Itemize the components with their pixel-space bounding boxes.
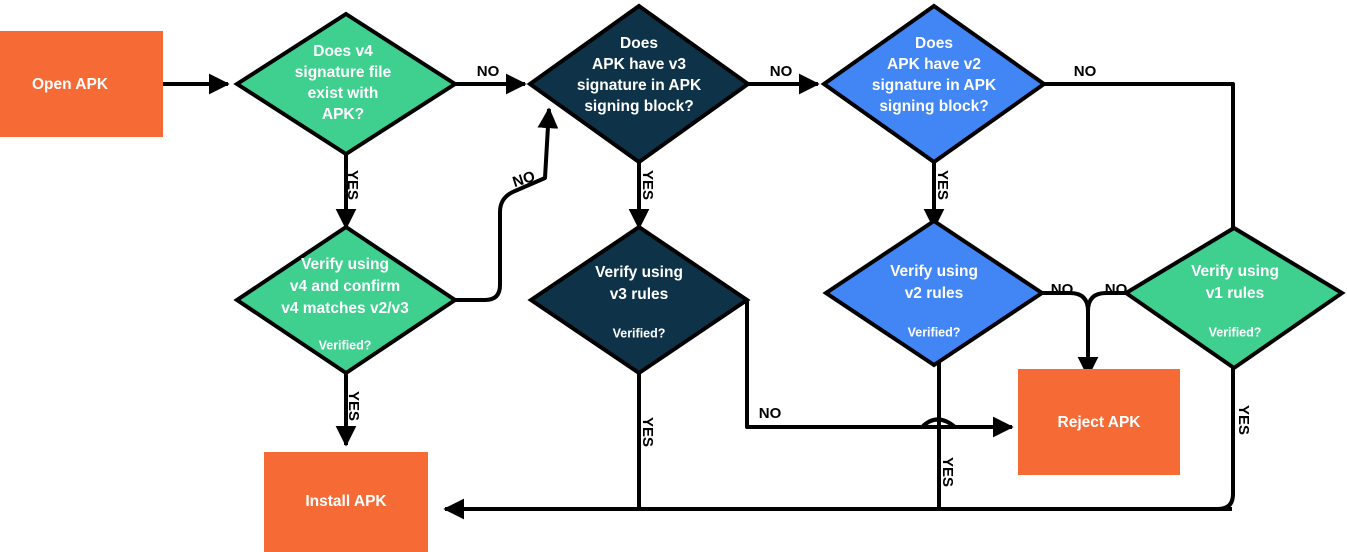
- node-verify-v3[interactable]: Verify using v3 rules Verified?: [527, 224, 751, 376]
- edge-verifyv4-no-to-v3q: [455, 107, 559, 302]
- node-q-v4-file[interactable]: Does v4 signature file exist with APK?: [233, 11, 459, 157]
- verify-v2-line1: Verify using: [890, 263, 978, 280]
- edge-label-verifyv1-yes: YES: [1235, 405, 1252, 435]
- reject-apk-box: [1018, 369, 1180, 475]
- node-verify-v1[interactable]: Verify using v1 rules Verified?: [1122, 225, 1346, 371]
- q-v4-file-diamond: [233, 11, 459, 157]
- verify-v4-diamond: [233, 224, 459, 376]
- verify-v1-line2: v1 rules: [1206, 285, 1265, 302]
- install-apk-box: [264, 452, 428, 552]
- verify-v1-diamond: [1122, 225, 1346, 371]
- edge-v2q-no-to-verifyv1: [1044, 82, 1235, 232]
- edge-label-verifyv1-no: NO: [1105, 281, 1128, 298]
- verify-v1-line1: Verify using: [1191, 263, 1279, 280]
- edge-label-verifyv2-yes: YES: [939, 457, 956, 487]
- edge-verifyv2-no-to-reject: [1042, 291, 1090, 352]
- q-v3-block-diamond: [526, 3, 752, 165]
- edge-label-v2q-no: NO: [1074, 63, 1097, 80]
- q-v2-block-line4: signing block?: [879, 98, 988, 115]
- edge-label-v4q-yes: YES: [344, 170, 361, 200]
- reject-apk-label: Reject APK: [1058, 414, 1142, 431]
- q-v2-block-line1: Does: [915, 35, 953, 52]
- edge-label-v3q-no: NO: [770, 63, 793, 80]
- verify-v3-sub: Verified?: [613, 326, 666, 340]
- edge-label-verifyv4-no: NO: [511, 168, 538, 191]
- q-v4-file-line4: APK?: [322, 106, 364, 123]
- node-verify-v2[interactable]: Verify using v2 rules Verified?: [822, 218, 1046, 368]
- edge-label-v3q-yes: YES: [639, 170, 656, 200]
- verify-v3-line1: Verify using: [595, 264, 683, 281]
- verify-v4-line2: v4 and confirm: [290, 278, 400, 295]
- edge-verifyv3-no-to-reject: [745, 300, 905, 429]
- install-apk-label: Install APK: [305, 493, 387, 510]
- verify-v3-line2: v3 rules: [610, 286, 669, 303]
- edge-label-verifyv3-no: NO: [759, 405, 782, 422]
- verify-v1-sub: Verified?: [1209, 325, 1262, 339]
- q-v3-block-line2: APK have v3: [592, 56, 686, 73]
- q-v4-file-line2: signature file: [295, 64, 392, 81]
- verify-v3-diamond: [527, 224, 751, 376]
- q-v4-file-line3: exist with: [308, 85, 379, 102]
- node-verify-v4[interactable]: Verify using v4 and confirm v4 matches v…: [233, 224, 459, 376]
- q-v2-block-line3: signature in APK: [872, 77, 997, 94]
- q-v2-block-diamond: [820, 3, 1048, 165]
- q-v3-block-line1: Does: [620, 35, 658, 52]
- verify-v2-diamond: [822, 218, 1046, 368]
- node-q-v3-block[interactable]: Does APK have v3 signature in APK signin…: [526, 3, 752, 165]
- q-v3-block-line4: signing block?: [584, 98, 693, 115]
- edge-verifyv1-no-to-reject: [1086, 291, 1135, 330]
- edge-label-verifyv4-yes: YES: [345, 391, 362, 421]
- edge-verifyv1-yes-to-install: [1190, 367, 1235, 511]
- node-open-apk[interactable]: Open APK: [0, 31, 163, 137]
- verify-v2-sub: Verified?: [908, 325, 961, 339]
- q-v2-block-line2: APK have v2: [887, 56, 981, 73]
- open-apk-label: Open APK: [32, 76, 109, 93]
- verify-v4-line3: v4 matches v2/v3: [281, 300, 409, 317]
- edge-label-v4q-no: NO: [477, 63, 500, 80]
- q-v4-file-line1: Does v4: [313, 43, 373, 60]
- edge-label-verifyv3-yes: YES: [639, 417, 656, 447]
- verify-v4-line1: Verify using: [301, 256, 389, 273]
- node-q-v2-block[interactable]: Does APK have v2 signature in APK signin…: [820, 3, 1048, 165]
- q-v3-block-line3: signature in APK: [577, 77, 702, 94]
- node-install-apk[interactable]: Install APK: [264, 452, 428, 552]
- edge-label-verifyv2-no: NO: [1051, 281, 1074, 298]
- edge-label-v2q-yes: YES: [934, 170, 951, 200]
- open-apk-box: [0, 31, 163, 137]
- verify-v4-sub: Verified?: [319, 338, 372, 352]
- verify-v2-line2: v2 rules: [905, 285, 964, 302]
- node-reject-apk[interactable]: Reject APK: [1018, 369, 1180, 475]
